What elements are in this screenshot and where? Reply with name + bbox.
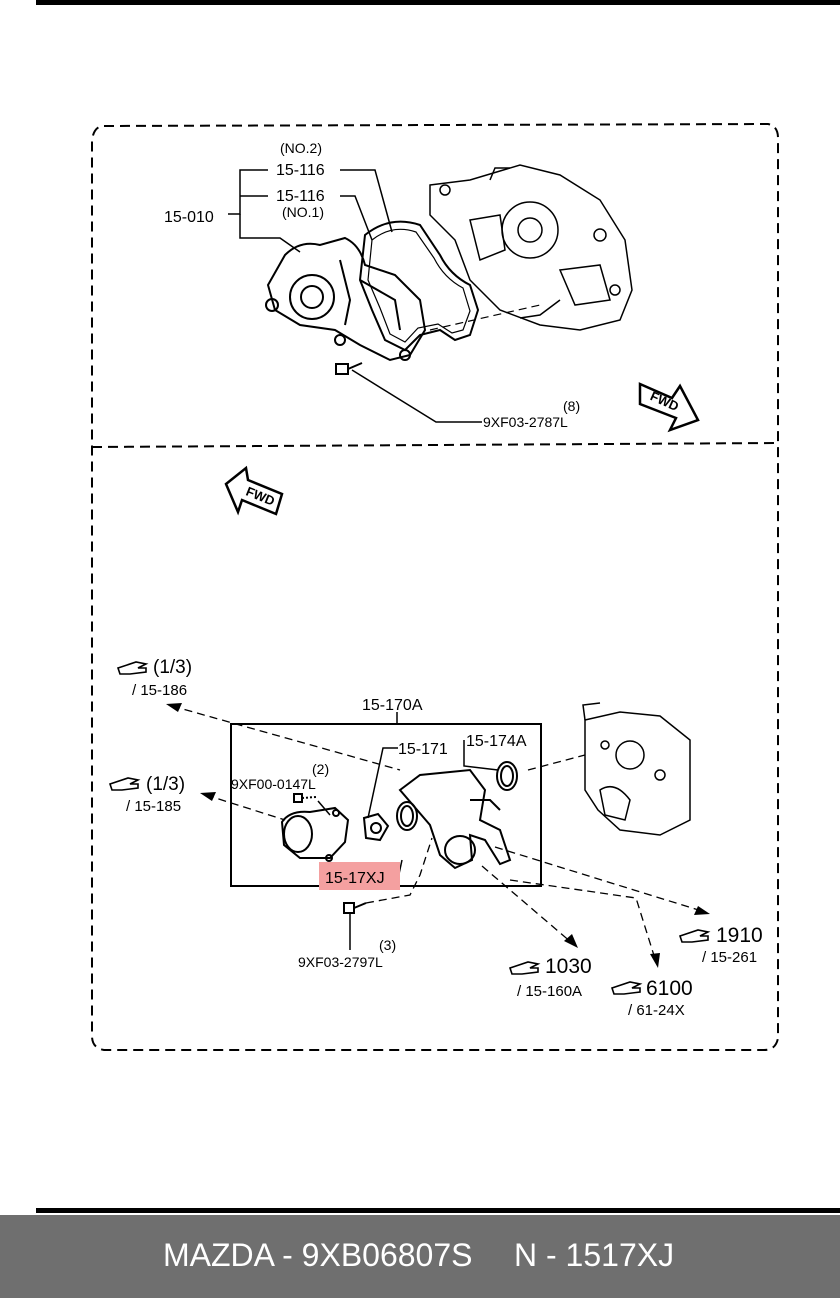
label-bolt-small: 9XF00-0147L (231, 776, 316, 792)
section-divider (91, 442, 779, 448)
reference-lines (171, 705, 706, 963)
ref-6100-num: 6100 (646, 977, 693, 1000)
pump-align-line (429, 304, 541, 331)
ref-left-upper-qty: (1/3) (153, 657, 192, 678)
label-gasket-no1: 15-116 (276, 188, 325, 205)
bolt-lower-drawing (343, 902, 367, 914)
leader-lines-top (228, 169, 482, 423)
label-thermostat: 15-171 (398, 741, 448, 758)
label-bolt-top-qty: (8) (563, 398, 580, 414)
label-bolt-lower-qty: (3) (379, 937, 396, 953)
reference-arrowheads (166, 703, 710, 968)
parts-diagram: FWD (NO.2) 15-116 15-116 (NO.1) 15-010 (… (91, 122, 779, 1051)
label-oring: 15-174A (466, 733, 527, 750)
ref-1910-num: 1910 (716, 924, 763, 947)
engine-detail-drawing (582, 702, 691, 836)
leader-lines-bottom (317, 740, 499, 950)
diagram-frame (91, 122, 779, 1051)
fwd-arrow-top-icon: FWD (638, 382, 700, 433)
label-highlight-part: 15-17XJ (325, 870, 385, 887)
gasket-inner-drawing (367, 228, 471, 343)
label-gasket-no2: 15-116 (276, 162, 325, 179)
ref-1030-page: / 15-160A (517, 983, 582, 1000)
hand-pointer-icon (116, 661, 149, 675)
thermostat-parts-drawing (280, 761, 518, 870)
hand-pointer-icon (508, 961, 541, 975)
ref-1030-num: 1030 (545, 955, 592, 978)
ref-1910-page: / 15-261 (702, 949, 757, 966)
bolt-top-drawing (335, 362, 363, 375)
label-gasket-no2-note: (NO.2) (280, 140, 322, 156)
ref-left-lower-page: / 15-185 (126, 798, 181, 815)
hand-pointer-icon (108, 777, 141, 791)
bottom-rule (36, 1208, 840, 1213)
ref-left-upper-page: / 15-186 (132, 682, 187, 699)
top-rule (36, 0, 840, 5)
engine-block-drawing (429, 164, 633, 331)
water-pump-drawing (265, 236, 427, 362)
label-gasket-no1-note: (NO.1) (282, 204, 324, 220)
hand-pointer-icon (610, 981, 643, 995)
label-water-pump: 15-010 (164, 209, 214, 226)
fwd-arrow-bottom-icon: FWD (224, 465, 284, 516)
ref-left-lower-qty: (1/3) (146, 774, 185, 795)
label-bolt-small-qty: (2) (312, 761, 329, 777)
footer-number: N - 1517XJ (514, 1237, 675, 1273)
ref-6100-page: / 61-24X (628, 1002, 685, 1019)
label-bolt-top: 9XF03-2787L (483, 414, 568, 430)
hand-pointer-icon (678, 929, 711, 943)
label-thermostat-assy: 15-170A (362, 697, 423, 714)
highlight-box (319, 862, 400, 890)
footer-bar: MAZDA - 9XB06807S N - 1517XJ (0, 1215, 840, 1298)
bolt-small-drawing (293, 793, 317, 803)
label-bolt-lower: 9XF03-2797L (298, 954, 383, 970)
footer-brand-part: MAZDA - 9XB06807S (163, 1237, 473, 1273)
